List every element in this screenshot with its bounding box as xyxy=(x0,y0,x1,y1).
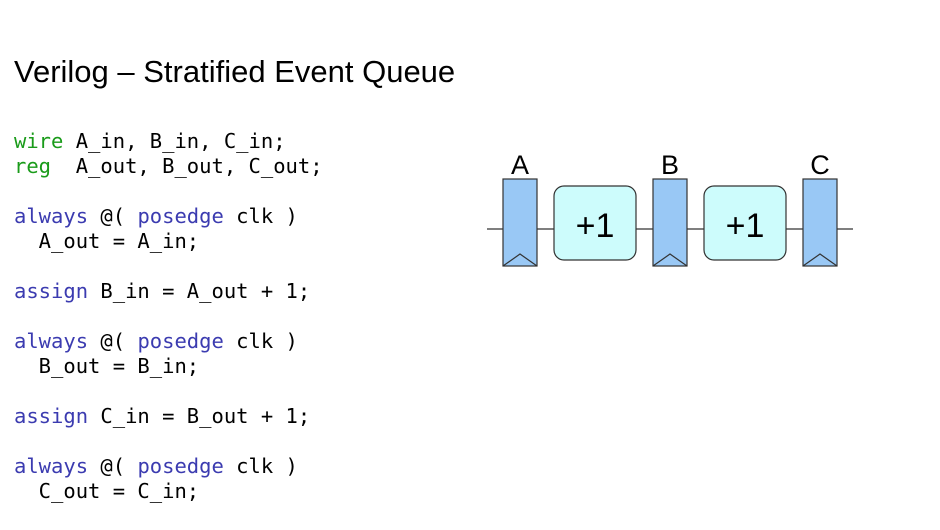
code-keyword: posedge xyxy=(137,329,224,353)
code-line: wire A_in, B_in, C_in; xyxy=(14,129,323,154)
code-keyword: posedge xyxy=(137,454,224,478)
code-line: A_out = A_in; xyxy=(14,229,323,254)
register-c: C xyxy=(802,150,838,267)
code-keyword: wire xyxy=(14,129,64,153)
code-line: reg A_out, B_out, C_out; xyxy=(14,154,323,179)
code-text: C_in = B_out + 1; xyxy=(88,404,311,428)
register-a: A xyxy=(502,150,538,267)
code-line: always @( posedge clk ) xyxy=(14,204,323,229)
code-line: assign C_in = B_out + 1; xyxy=(14,404,323,429)
code-line: C_out = C_in; xyxy=(14,479,323,504)
code-text: A_out, B_out, C_out; xyxy=(51,154,323,178)
code-line: assign B_in = A_out + 1; xyxy=(14,279,323,304)
code-keyword: always xyxy=(14,204,89,228)
code-line: B_out = B_in; xyxy=(14,354,323,379)
code-text: A_out = A_in; xyxy=(14,229,200,253)
code-keyword: assign xyxy=(14,279,89,303)
code-keyword: assign xyxy=(14,404,89,428)
code-text: A_in, B_in, C_in; xyxy=(63,129,286,153)
adder-label-1: +1 xyxy=(576,207,615,245)
code-text: C_out = C_in; xyxy=(14,479,200,503)
code-text: @( xyxy=(88,329,138,353)
code-text: B_out = B_in; xyxy=(14,354,200,378)
code-text: B_in = A_out + 1; xyxy=(88,279,311,303)
slide-title: Verilog – Stratified Event Queue xyxy=(14,54,456,89)
code-keyword: always xyxy=(14,454,89,478)
code-keyword: always xyxy=(14,329,89,353)
register-label-a: A xyxy=(511,150,529,180)
code-text: clk ) xyxy=(223,329,298,353)
code-line: always @( posedge clk ) xyxy=(14,329,323,354)
adder-2: +1 xyxy=(703,185,787,261)
adder-1: +1 xyxy=(553,185,637,261)
code-text: @( xyxy=(88,204,138,228)
code-keyword: posedge xyxy=(137,204,224,228)
register-label-b: B xyxy=(661,150,679,180)
code-line: always @( posedge clk ) xyxy=(14,454,323,479)
register-label-c: C xyxy=(810,150,830,180)
verilog-code-block: wire A_in, B_in, C_in;reg A_out, B_out, … xyxy=(14,129,323,504)
code-text: @( xyxy=(88,454,138,478)
code-keyword: reg xyxy=(14,154,52,178)
register-b: B xyxy=(652,150,688,267)
code-text: clk ) xyxy=(223,454,298,478)
code-text: clk ) xyxy=(223,204,298,228)
adder-label-2: +1 xyxy=(726,207,765,245)
